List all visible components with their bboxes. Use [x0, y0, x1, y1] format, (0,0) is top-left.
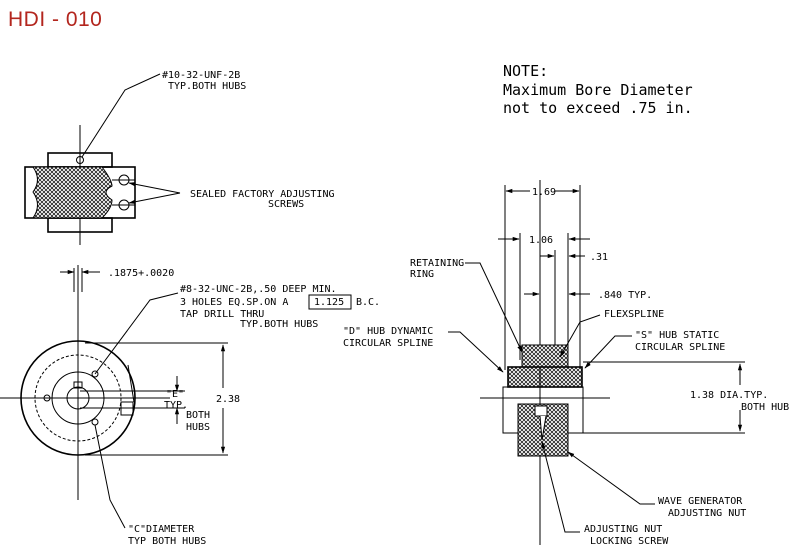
- label-dim-840: .840 TYP.: [598, 290, 652, 301]
- leader-s-hub: [584, 335, 632, 369]
- label-both-hub: BOTH HUB: [741, 402, 789, 413]
- label-typ-both-hubs-2: TYP.BOTH HUBS: [240, 319, 318, 330]
- leader-retaining-ring: [465, 262, 523, 353]
- section-view: 1.69 1.06 .31 .840 TYP. 1.38 DIA.TYP. BO…: [343, 180, 789, 547]
- label-dim-31: .31: [590, 252, 608, 263]
- label-typ-both-hubs-3: TYP BOTH HUBS: [128, 536, 206, 547]
- bore-circle: [66, 386, 90, 410]
- leader-10-32: [81, 73, 161, 158]
- label-flexspline: FLEXSPLINE: [604, 309, 664, 320]
- label-bc-value: 1.125: [314, 297, 344, 308]
- keyway: [73, 381, 83, 389]
- label-dim-1875: .1875+.0020: [108, 268, 174, 279]
- label-bc-suffix: B.C.: [356, 297, 380, 308]
- leader-c-diameter: [94, 424, 126, 529]
- front-view: .1875+.0020 #8-32-UNC-2B,.50 DEEP MIN. 3…: [0, 265, 380, 547]
- label-wave-gen-1: WAVE GENERATOR: [658, 496, 743, 507]
- label-tap-drill: TAP DRILL THRU: [180, 309, 264, 320]
- label-s-hub-1: "S" HUB STATIC: [635, 330, 719, 341]
- locking-screw-head: [534, 405, 548, 417]
- label-holes-eq-sp: 3 HOLES EQ.SP.ON A: [180, 297, 288, 308]
- note-heading: NOTE:: [503, 62, 548, 80]
- bc-box: [308, 294, 352, 310]
- label-wave-gen-2: ADJUSTING NUT: [668, 508, 746, 519]
- label-both: BOTH: [186, 410, 210, 421]
- leader-screw-2: [128, 192, 181, 204]
- hub-outer-circle: [20, 340, 136, 456]
- top-view-tap-hole: [76, 156, 84, 164]
- leader-flexspline: [559, 314, 601, 358]
- leader-8-32: [94, 292, 179, 375]
- label-e: "E": [166, 389, 184, 400]
- label-dim-169: 1.69: [532, 187, 556, 198]
- leader-d-hub: [448, 331, 504, 373]
- tap-hole-2: [43, 394, 51, 402]
- label-sealed-adjusting: SEALED FACTORY ADJUSTING: [190, 189, 335, 200]
- label-d-hub-2: CIRCULAR SPLINE: [343, 338, 433, 349]
- label-adj-nut-1: ADJUSTING NUT: [584, 524, 662, 535]
- leader-wave-generator: [567, 451, 655, 505]
- label-s-hub-2: CIRCULAR SPLINE: [635, 342, 725, 353]
- locking-screw: [539, 415, 547, 441]
- top-view: #10-32-UNF-2B TYP.BOTH HUBS SEALED FACTO…: [24, 70, 335, 245]
- label-dim-238: 2.38: [216, 394, 240, 405]
- label-typ-both-hubs-1: TYP.BOTH HUBS: [168, 81, 246, 92]
- label-dim-106: 1.06: [529, 235, 553, 246]
- leader-screw-1: [128, 182, 181, 194]
- hub-mid-circle: [51, 371, 105, 425]
- circular-splines: [507, 366, 583, 388]
- label-dim-138: 1.38 DIA.TYP.: [690, 390, 768, 401]
- drawing-title: HDI - 010: [8, 8, 103, 31]
- note-line-1: Maximum Bore Diameter: [503, 81, 693, 99]
- label-c-diameter: "C"DIAMETER: [128, 524, 195, 535]
- label-hubs: HUBS: [186, 422, 210, 433]
- label-tap-10-32: #10-32-UNF-2B: [162, 70, 240, 81]
- leader-adjusting-nut: [541, 441, 580, 533]
- tap-hole-1: [91, 370, 99, 378]
- label-e-typ: TYP.: [164, 400, 188, 411]
- note-block: NOTE: Maximum Bore Diameter not to excee…: [503, 62, 693, 117]
- label-ring: RING: [410, 269, 434, 280]
- label-adj-nut-2: LOCKING SCREW: [590, 536, 669, 547]
- label-d-hub-1: "D" HUB DYNAMIC: [343, 326, 433, 337]
- top-view-hatched-core: [32, 166, 113, 219]
- boss-edge: [127, 364, 135, 403]
- bolt-circle: [34, 354, 122, 442]
- note-line-2: not to exceed .75 in.: [503, 99, 693, 117]
- label-retaining: RETAINING: [410, 258, 464, 269]
- tap-hole-3: [91, 418, 99, 426]
- label-tap-8-32: #8-32-UNC-2B,.50 DEEP MIN.: [180, 284, 337, 295]
- label-screws: SCREWS: [268, 199, 304, 210]
